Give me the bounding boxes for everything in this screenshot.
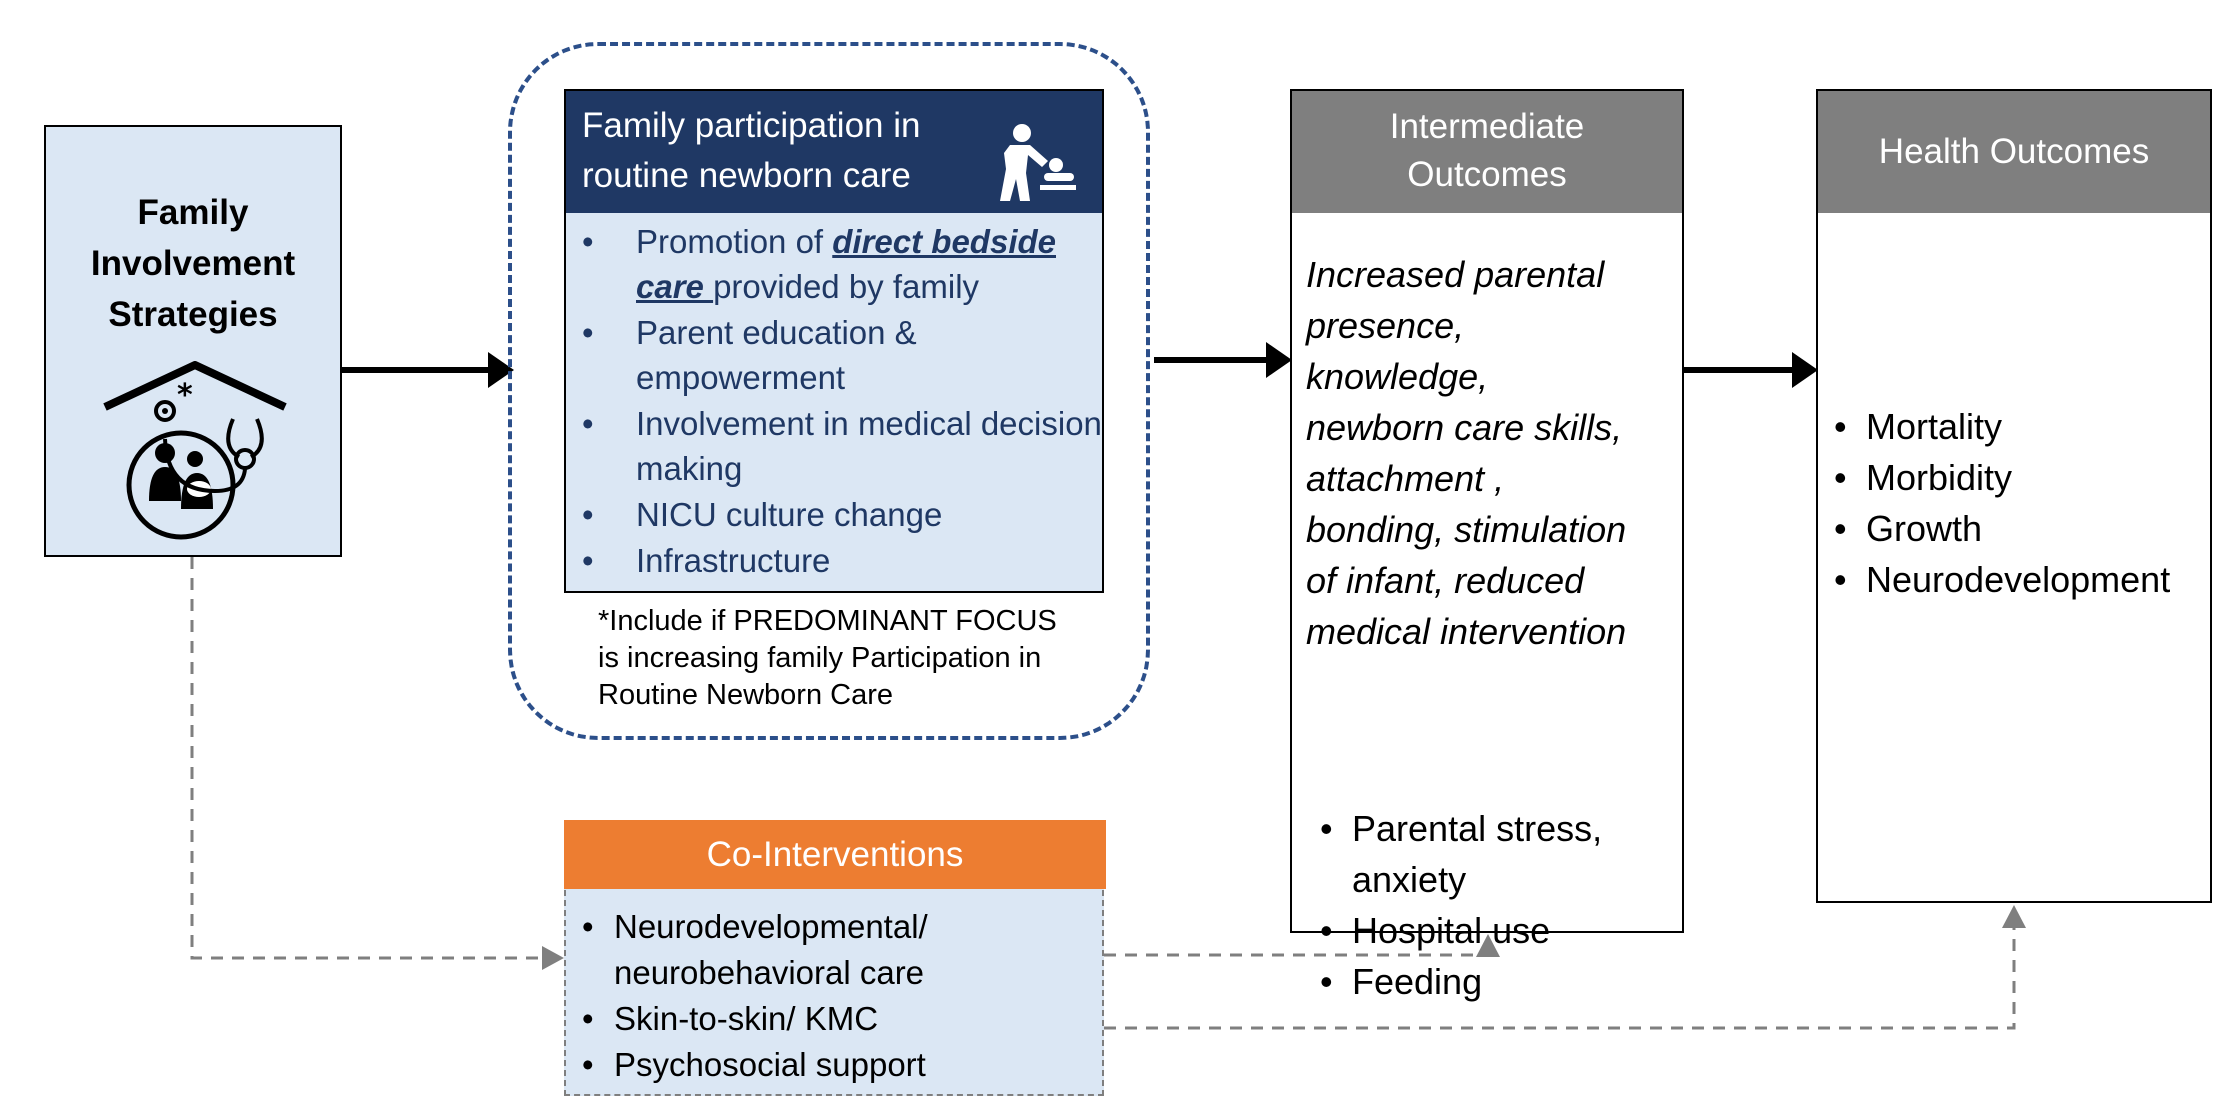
svg-text:*: * [177, 378, 193, 413]
solid-arrow-intermediate-to-health [1684, 352, 1818, 388]
list-item: Mortality [1818, 401, 2210, 452]
health-outcomes-box: Health Outcomes Mortality Morbidity Grow… [1816, 89, 2212, 903]
list-item: Skin-to-skin/ KMC [566, 996, 1102, 1042]
solid-arrow-participation-to-intermediate [1154, 342, 1292, 378]
health-outcomes-title: Health Outcomes [1818, 91, 2210, 213]
list-item: Psychosocial support [566, 1042, 1102, 1088]
list-item: Promotion of direct bedside care provide… [566, 219, 1102, 309]
family-participation-header: Family participation in routine newborn … [566, 91, 1102, 213]
list-item: Hospital use [1292, 905, 1682, 956]
family-participation-list: Promotion of direct bedside care provide… [566, 219, 1102, 584]
predominant-focus-note: *Include if PREDOMINANT FOCUS is increas… [598, 605, 1057, 711]
intermediate-outcomes-list: Parental stress, anxiety Hospital use Fe… [1292, 803, 1682, 1007]
list-item: Growth [1818, 503, 2210, 554]
health-outcomes-list: Mortality Morbidity Growth Neurodevelopm… [1818, 401, 2210, 605]
co-interventions-title: Co-Interventions [564, 820, 1106, 889]
list-item: Morbidity [1818, 452, 2210, 503]
list-item: Involvement in medical decision making [566, 401, 1102, 491]
intermediate-outcomes-box: Intermediate Outcomes Increased parental… [1290, 89, 1684, 1007]
predominant-focus-frame [508, 42, 1150, 740]
list-item: Neurodevelopment [1818, 554, 2210, 605]
dashed-arrow-cointerventions-to-health [1104, 926, 2016, 1030]
list-item: NICU culture change [566, 492, 1102, 537]
list-item: Neurodevelopmental/ neurobehavioral care [566, 904, 1102, 996]
list-item: Feeding [1292, 956, 1682, 1007]
family-involvement-title: Family Involvement Strategies [90, 193, 296, 334]
dashed-arrowhead-health [2002, 905, 2026, 928]
solid-arrow-strategies-to-participation [342, 352, 514, 388]
co-interventions-list: Neurodevelopmental/ neurobehavioral care… [566, 904, 1102, 1088]
parent-changing-baby-icon [1000, 124, 1076, 201]
family-involvement-strategies-box: Family Involvement Strategies * [44, 125, 342, 557]
dashed-arrowhead-cointerventions [542, 946, 564, 970]
co-interventions-box: Co-Interventions Neurodevelopmental/ neu… [564, 820, 1106, 1096]
intermediate-outcomes-title: Intermediate Outcomes [1292, 91, 1682, 213]
family-participation-title: Family participation in routine newborn … [582, 106, 921, 195]
direct-bedside-care-emphasis: direct bedside care [636, 223, 1056, 305]
intermediate-outcomes-text: Increased parental presence, knowledge, … [1306, 254, 1627, 652]
list-item: Parental stress, anxiety [1292, 803, 1682, 905]
list-item: Infrastructure [566, 538, 1102, 583]
dashed-arrow-strategies-to-cointerventions [190, 557, 546, 960]
list-item: Parent education & empowerment [566, 310, 1102, 400]
family-participation-box: Family participation in routine newborn … [564, 89, 1104, 593]
item-suffix: provided by family [713, 268, 980, 305]
family-home-health-icon: * [103, 361, 287, 540]
item-prefix: Promotion of [636, 223, 833, 260]
